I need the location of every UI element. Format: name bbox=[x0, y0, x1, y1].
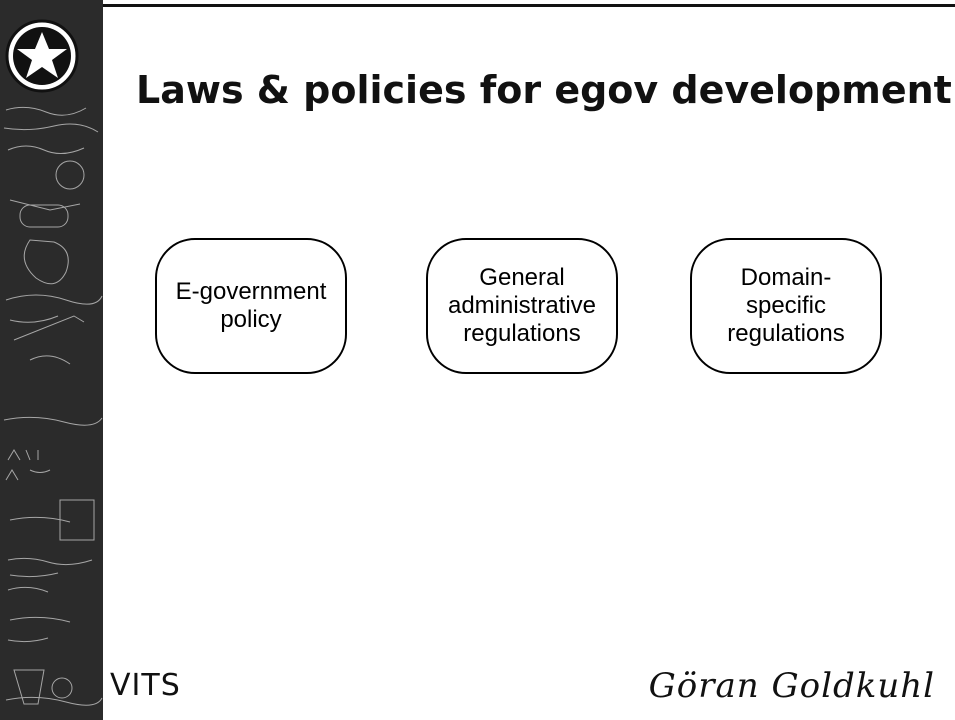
box-line: regulations bbox=[727, 320, 845, 347]
box-line: General bbox=[479, 264, 565, 291]
slide-title: Laws & policies for egov development bbox=[136, 68, 952, 112]
box-line: administrative bbox=[447, 292, 597, 319]
chalkboard-decoration bbox=[0, 0, 103, 720]
domain-regulations-box: Domain- specific regulations bbox=[690, 238, 882, 374]
box-line: specific bbox=[745, 292, 826, 319]
university-seal-icon bbox=[4, 18, 80, 94]
box-line: E-government bbox=[175, 278, 327, 305]
title-rule bbox=[103, 4, 955, 7]
egov-policy-box: E-government policy bbox=[155, 238, 347, 374]
footer-author: Göran Goldkuhl bbox=[648, 666, 935, 706]
box-line: policy bbox=[220, 306, 282, 333]
footer-org-name: VITS bbox=[110, 668, 181, 703]
box-line: Domain- bbox=[740, 264, 832, 291]
general-regulations-box: General administrative regulations bbox=[426, 238, 618, 374]
box-line: regulations bbox=[463, 320, 581, 347]
chalk-scribbles bbox=[0, 0, 103, 720]
